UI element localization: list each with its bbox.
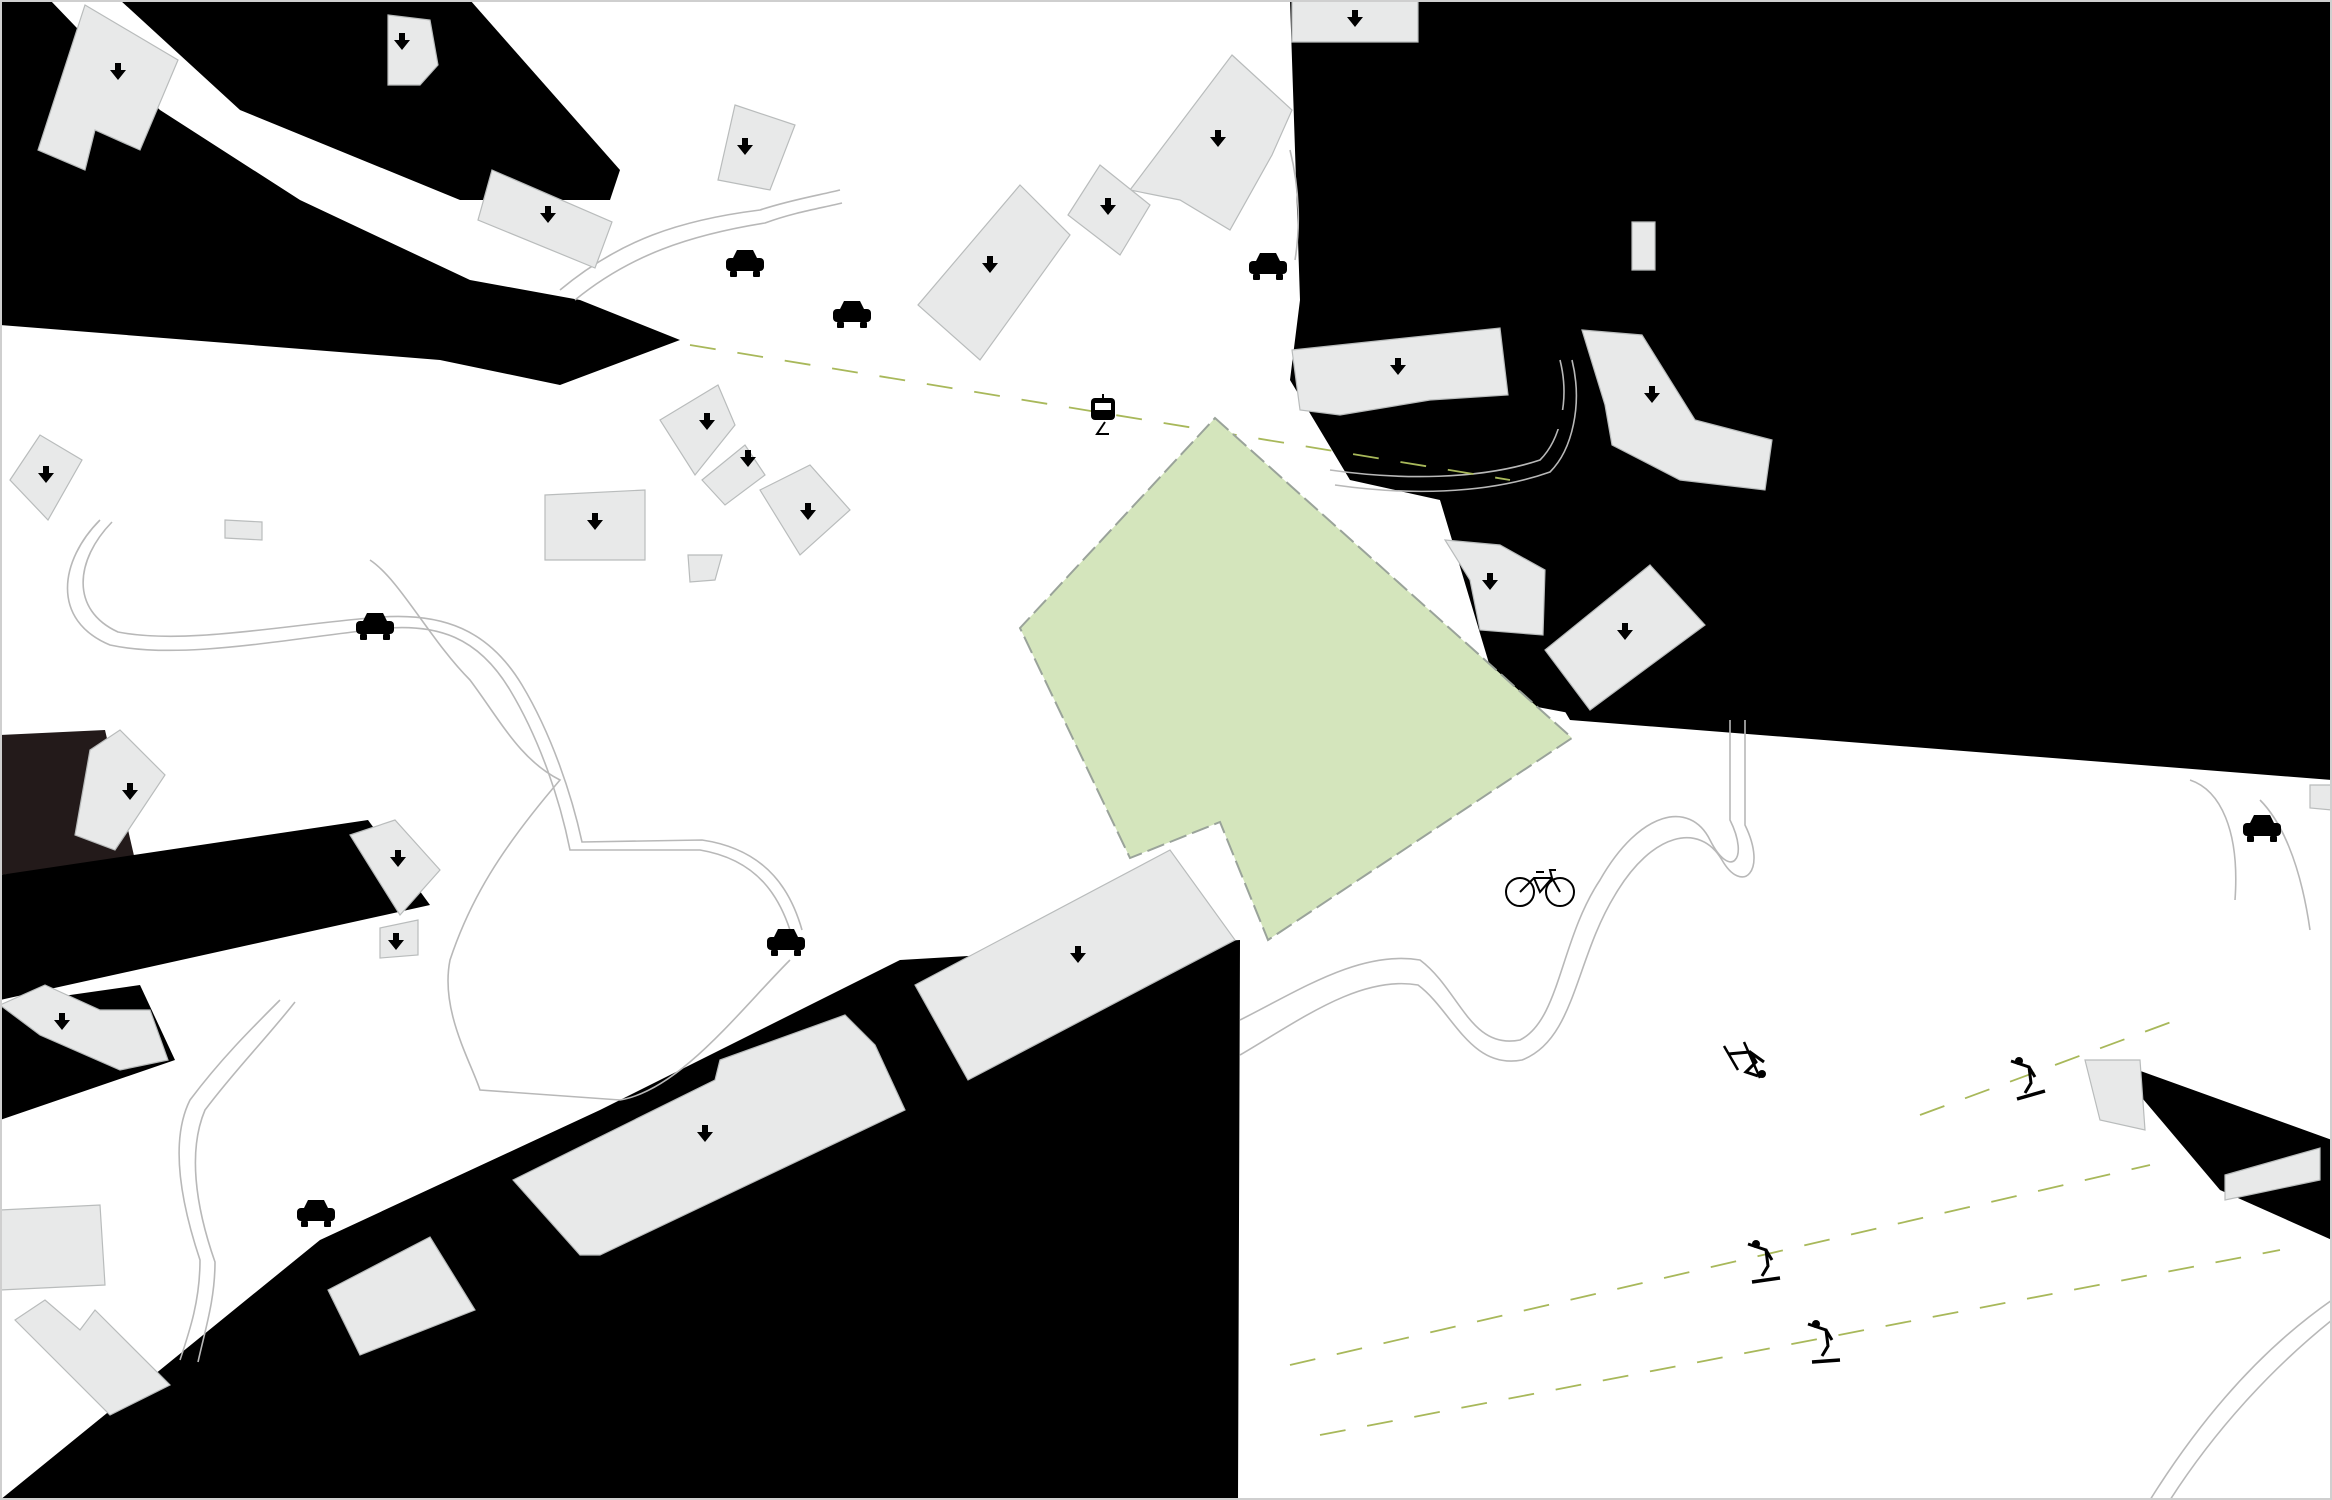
project-site-area xyxy=(1018,416,1574,942)
road-bicycle-path xyxy=(1239,720,1740,1042)
road-east-lower xyxy=(2149,1299,2332,1500)
building xyxy=(37,4,179,171)
building xyxy=(659,384,736,477)
building xyxy=(2224,1147,2321,1201)
building xyxy=(387,14,439,86)
road-east-pass xyxy=(1329,359,1565,478)
bicycle-icon xyxy=(1505,869,1575,907)
shadow-north-thin xyxy=(120,0,620,200)
road-south-west-inner xyxy=(194,1001,296,1363)
snowboarder-icon xyxy=(2010,1057,2046,1101)
building xyxy=(0,984,169,1071)
building xyxy=(917,184,1071,361)
road-west-loop-inner xyxy=(82,521,803,931)
building xyxy=(1631,221,1656,271)
snowboarder-icon xyxy=(1747,1240,1781,1284)
ski-run-lines xyxy=(689,344,2281,1436)
road-north-east xyxy=(1289,149,1300,261)
shadow-east-wedge xyxy=(1440,410,2332,780)
building xyxy=(74,729,166,851)
road-north-curve xyxy=(559,189,841,291)
lift-line-north xyxy=(689,344,1511,481)
building xyxy=(2309,784,2332,811)
building xyxy=(1443,539,1546,636)
shadow-north-west xyxy=(0,0,680,385)
road-bicycle-path-inner xyxy=(1239,720,1755,1062)
building xyxy=(2084,1059,2146,1131)
building xyxy=(327,1236,476,1356)
building xyxy=(687,554,723,583)
gondola-icon xyxy=(1091,394,1115,435)
snowboarder-icon xyxy=(1807,1320,1841,1364)
ski-run-line-3 xyxy=(1319,1249,2281,1436)
ski-run-line-2 xyxy=(1289,1164,2151,1366)
shadow-west-middle xyxy=(0,820,430,1000)
road-south-west xyxy=(178,999,281,1361)
road-east-pass-inner xyxy=(1334,359,1578,493)
building xyxy=(14,1299,172,1416)
road-center-south xyxy=(369,559,791,1101)
skier-icon xyxy=(1722,1041,1766,1079)
building xyxy=(914,849,1236,1081)
road-west-loop xyxy=(66,519,791,931)
road-east-lower-inner xyxy=(2169,1319,2332,1500)
building xyxy=(717,104,796,191)
road-north-curve-inner xyxy=(574,202,843,301)
building xyxy=(1581,329,1773,491)
building xyxy=(224,519,263,541)
building xyxy=(0,1204,106,1291)
shadow-south-east xyxy=(2110,1060,2332,1240)
road-east-edge xyxy=(2189,779,2311,931)
building xyxy=(349,819,441,916)
path-network xyxy=(66,149,2332,1500)
